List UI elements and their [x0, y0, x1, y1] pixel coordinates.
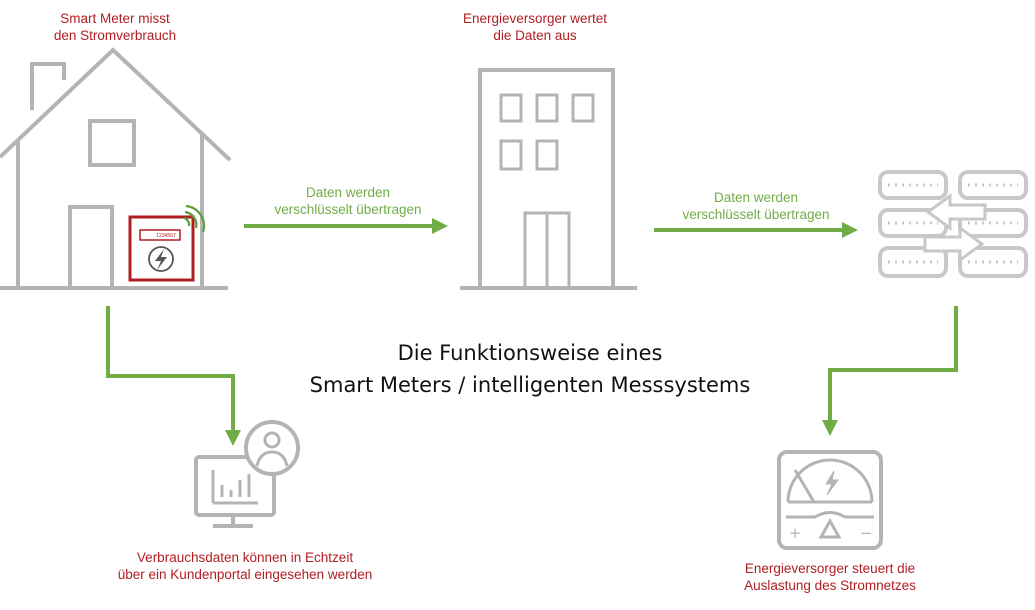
customer-portal-icon: [194, 420, 300, 528]
lightning-icon: [825, 470, 839, 496]
house-caption: Smart Meter misst den Stromverbrauch: [20, 10, 210, 44]
diagram-title-line1: Die Funktionsweise eines: [397, 341, 663, 365]
arrow-house-to-portal: [106, 306, 241, 446]
diagram-title-line2: Smart Meters / intelligenten Messsystems: [309, 373, 751, 397]
portal-caption-line2: über ein Kundenportal eingesehen werden: [117, 567, 373, 582]
grid-caption: Energieversorger steuert die Auslastung …: [710, 560, 950, 594]
arrow-label-second-line1: Daten werden: [713, 190, 799, 205]
arrow-exchange-to-grid: [822, 306, 958, 436]
arrow-label-second: Daten werden verschlüsselt übertragen: [656, 189, 856, 223]
meter-counter: 1234567: [156, 233, 176, 239]
office-building-icon: [460, 68, 637, 290]
wireless-signal-icon: [183, 204, 206, 233]
gauge-plus-label: +: [789, 524, 802, 542]
house-caption-line2: den Stromverbrauch: [53, 28, 177, 43]
user-avatar-icon: [244, 420, 300, 476]
portal-caption: Verbrauchsdaten können in Echtzeit über …: [80, 549, 410, 583]
diagram-title: Die Funktionsweise eines Smart Meters / …: [280, 337, 780, 401]
data-exchange-icon: [878, 170, 1028, 278]
arrow-label-first: Daten werden verschlüsselt übertragen: [248, 184, 448, 218]
grid-load-gauge-icon: + −: [777, 450, 883, 550]
flow-arrows: [106, 218, 958, 446]
office-caption-line1: Energieversorger wertet: [462, 11, 608, 26]
office-caption-line2: die Daten aus: [493, 28, 577, 43]
office-caption: Energieversorger wertet die Daten aus: [430, 10, 640, 44]
arrow-label-second-line2: verschlüsselt übertragen: [682, 207, 830, 222]
grid-caption-line1: Energieversorger steuert die: [744, 561, 916, 576]
portal-caption-line1: Verbrauchsdaten können in Echtzeit: [136, 550, 354, 565]
house-icon: [0, 47, 232, 290]
grid-caption-line2: Auslastung des Stromnetzes: [744, 578, 916, 593]
smart-meter-icon: 1234567: [128, 204, 206, 282]
bar-chart-icon: [211, 470, 258, 505]
arrow-label-first-line1: Daten werden: [305, 185, 391, 200]
gauge-minus-label: −: [860, 524, 873, 542]
house-caption-line1: Smart Meter misst: [60, 11, 170, 26]
arrow-label-first-line2: verschlüsselt übertragen: [274, 202, 422, 217]
